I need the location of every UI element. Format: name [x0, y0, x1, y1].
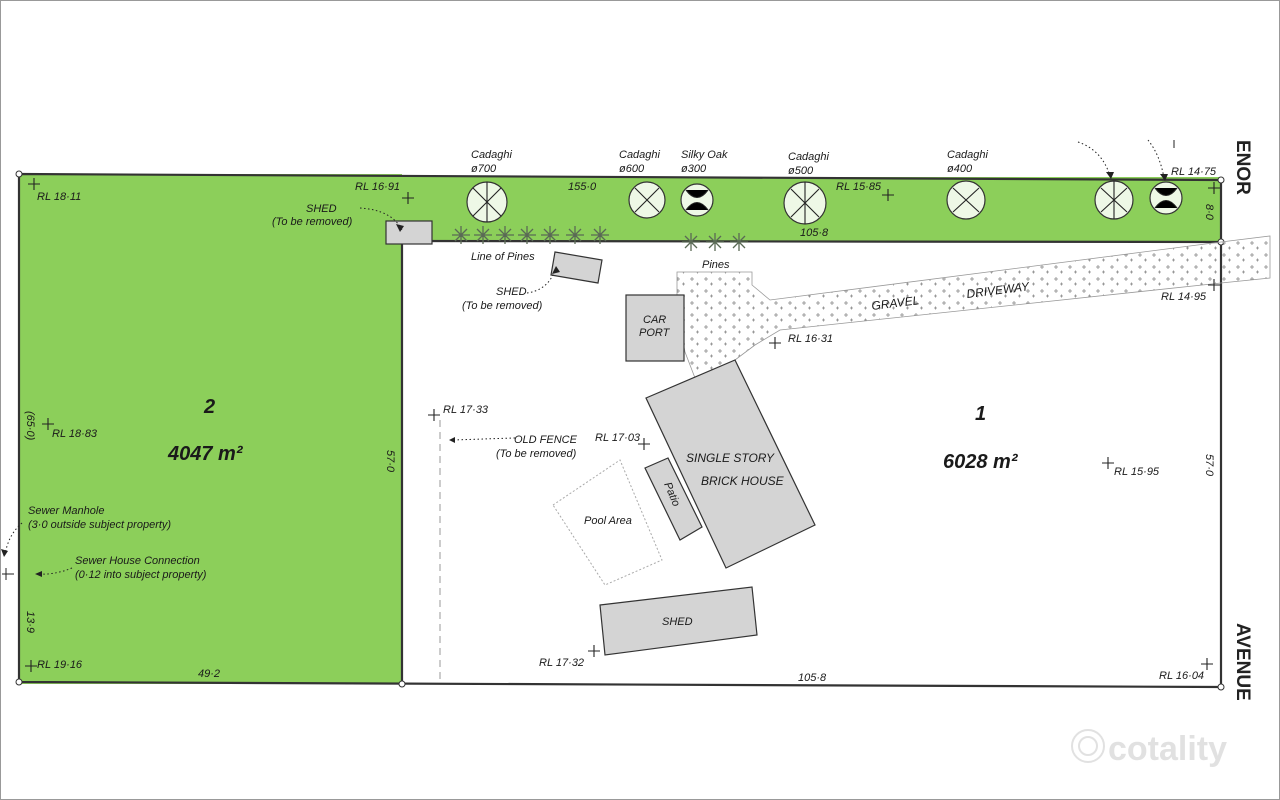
rl-label: RL 17·03: [595, 432, 641, 444]
shed-large-label: SHED: [662, 616, 693, 628]
tree-species: Cadaghi: [471, 149, 513, 161]
dim-west-upper: (65·0): [24, 411, 36, 441]
gravel-driveway: [676, 235, 1271, 379]
dim-lot2-east: 57·0: [384, 450, 396, 473]
dim-inner-top: 105·8: [800, 227, 829, 239]
lot-2-area: [19, 174, 1221, 684]
lot-1-area: 6028 m²: [943, 451, 1019, 473]
rl-label: RL 19·16: [37, 659, 83, 671]
dim-lot1-east: 57·0: [1203, 454, 1215, 477]
leader-lines: [1, 139, 1175, 580]
trees: [466, 180, 1183, 225]
rl-label: RL 14·75: [1171, 166, 1217, 178]
shed-small-label: SHED: [496, 286, 527, 298]
dim-west-lower: 13·9: [24, 611, 36, 633]
shed-strip-note: (To be removed): [272, 216, 353, 228]
shed-small: [550, 251, 603, 284]
house-label: SINGLE STORY: [686, 451, 775, 465]
tree-species: Cadaghi: [947, 149, 989, 161]
dim-strip-east: 8·0: [1203, 204, 1215, 221]
rl-label: RL 16·31: [788, 333, 833, 345]
carport: [625, 294, 685, 362]
rl-label: RL 16·91: [355, 181, 400, 193]
carport-label: CAR: [643, 314, 666, 326]
tree-species: Silky Oak: [681, 149, 728, 161]
patio: [644, 457, 703, 541]
pool-area: [552, 459, 663, 586]
pool-label: Pool Area: [584, 515, 632, 527]
sewer-manhole-label: Sewer Manhole: [28, 505, 104, 517]
line-of-pines-label: Line of Pines: [471, 251, 535, 263]
property-boundaries: [15, 170, 1225, 691]
shed-strip-label: SHED: [306, 203, 337, 215]
rl-label: RL 15·95: [1114, 466, 1160, 478]
tree-size: ø400: [947, 163, 973, 175]
house: [645, 359, 816, 569]
rl-label: RL 16·04: [1159, 670, 1204, 682]
shed-small-note: (To be removed): [462, 300, 543, 312]
lot-2-area: 4047 m²: [167, 443, 244, 465]
street-avenue: AVENUE: [1232, 623, 1253, 701]
tree-species: Cadaghi: [788, 151, 830, 163]
gravel-label: GRAVEL: [871, 293, 920, 313]
rl-label: RL 14·95: [1161, 291, 1207, 303]
cotality-watermark: cotality: [1071, 729, 1227, 768]
svg-text:cotality: cotality: [1108, 730, 1227, 768]
sewer-manhole-note: (3·0 outside subject property): [28, 519, 171, 531]
carport-label: PORT: [639, 327, 671, 339]
lot-1-number: 1: [975, 403, 986, 425]
dim-bottom-lot1: 105·8: [798, 672, 827, 684]
sewer-house-label: Sewer House Connection: [75, 555, 200, 567]
rl-label: RL 15·85: [836, 181, 882, 193]
old-fence-note: (To be removed): [496, 448, 577, 460]
shed-strip: [385, 220, 433, 245]
tree-size: ø300: [681, 163, 707, 175]
tree-size: ø600: [619, 163, 645, 175]
sewer-house-note: (0·12 into subject property): [75, 569, 207, 581]
structures: [385, 220, 816, 656]
tree-size: ø700: [471, 163, 497, 175]
dim-bottom-lot2: 49·2: [198, 668, 220, 680]
rl-label: RL 17·33: [443, 404, 489, 416]
pines-label: Pines: [702, 259, 730, 271]
rl-label: RL 18·83: [52, 428, 98, 440]
pines: [452, 226, 748, 251]
street-enor: ENOR: [1232, 140, 1253, 195]
tree-species: Cadaghi: [619, 149, 661, 161]
old-fence-label: OLD FENCE: [514, 434, 578, 446]
lot-2-number: 2: [203, 396, 215, 418]
dim-top-strip: 155·0: [568, 181, 597, 193]
rl-label: RL 17·32: [539, 657, 584, 669]
level-markers: [25, 178, 1220, 672]
house-label: BRICK HOUSE: [701, 474, 785, 488]
shed-large: [599, 586, 758, 656]
rl-label: RL 18·11: [37, 191, 81, 203]
tree-size: ø500: [788, 165, 814, 177]
